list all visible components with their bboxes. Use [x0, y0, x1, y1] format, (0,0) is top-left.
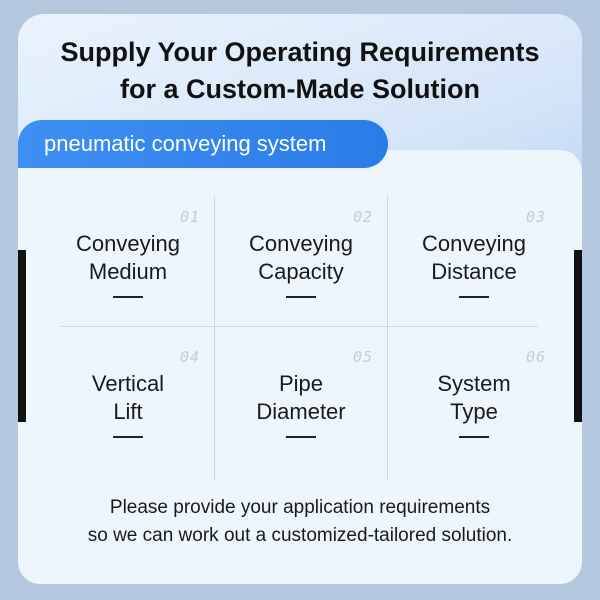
input-underline: [286, 296, 316, 298]
requirement-label-line-1: Pipe: [278, 371, 324, 396]
requirement-label-line-2: Type: [450, 399, 498, 424]
requirement-label: Conveying Distance: [388, 230, 560, 286]
requirement-label-line-2: Capacity: [258, 259, 344, 284]
input-underline: [459, 436, 489, 438]
requirement-label-line-1: Conveying: [422, 231, 526, 256]
category-tab-label: pneumatic conveying system: [44, 131, 327, 156]
requirement-number: 04: [179, 348, 200, 366]
requirement-cell-conveying-capacity: 02 Conveying Capacity: [215, 196, 387, 346]
grid-divider-vertical-1: [214, 196, 215, 480]
requirement-number: 03: [525, 208, 546, 226]
grid-divider-vertical-2: [387, 196, 388, 480]
requirement-label: Pipe Diameter: [215, 370, 387, 426]
title-line-1: Supply Your Operating Requirements: [60, 37, 540, 67]
requirement-number: 05: [352, 348, 373, 366]
input-underline: [459, 296, 489, 298]
page-title: Supply Your Operating Requirements for a…: [18, 34, 582, 108]
requirement-label-line-1: Vertical: [91, 371, 165, 396]
requirement-label-line-1: Conveying: [249, 231, 353, 256]
requirement-cell-system-type: 06 System Type: [388, 336, 560, 486]
instruction-line-2: so we can work out a customized-tailored…: [87, 525, 513, 546]
instruction-line-1: Please provide your application requirem…: [109, 497, 491, 518]
requirement-label: System Type: [388, 370, 560, 426]
instruction-text: Please provide your application requirem…: [18, 494, 582, 550]
requirement-label-line-2: Distance: [431, 259, 517, 284]
grid-divider-horizontal: [60, 326, 538, 327]
requirement-cell-pipe-diameter: 05 Pipe Diameter: [215, 336, 387, 486]
requirement-cell-vertical-lift: 04 Vertical Lift: [42, 336, 214, 486]
requirement-label-line-2: Lift: [113, 399, 143, 424]
requirement-cell-conveying-distance: 03 Conveying Distance: [388, 196, 560, 346]
requirement-cell-conveying-medium: 01 Conveying Medium: [42, 196, 214, 346]
requirement-label-line-1: System: [437, 371, 511, 396]
requirement-label: Conveying Capacity: [215, 230, 387, 286]
input-underline: [113, 296, 143, 298]
input-underline: [286, 436, 316, 438]
requirement-label: Conveying Medium: [42, 230, 214, 286]
category-tab: [18, 120, 388, 168]
input-underline: [113, 436, 143, 438]
requirement-number: 01: [179, 208, 200, 226]
left-accent-bar: [18, 250, 26, 422]
right-accent-bar: [574, 250, 582, 422]
requirements-card: [18, 150, 582, 584]
requirement-number: 02: [352, 208, 373, 226]
requirement-label: Vertical Lift: [42, 370, 214, 426]
title-line-2: for a Custom-Made Solution: [120, 74, 480, 104]
requirement-label-line-2: Diameter: [256, 399, 346, 424]
requirement-label-line-2: Medium: [88, 259, 168, 284]
requirement-label-line-1: Conveying: [76, 231, 180, 256]
requirement-number: 06: [525, 348, 546, 366]
